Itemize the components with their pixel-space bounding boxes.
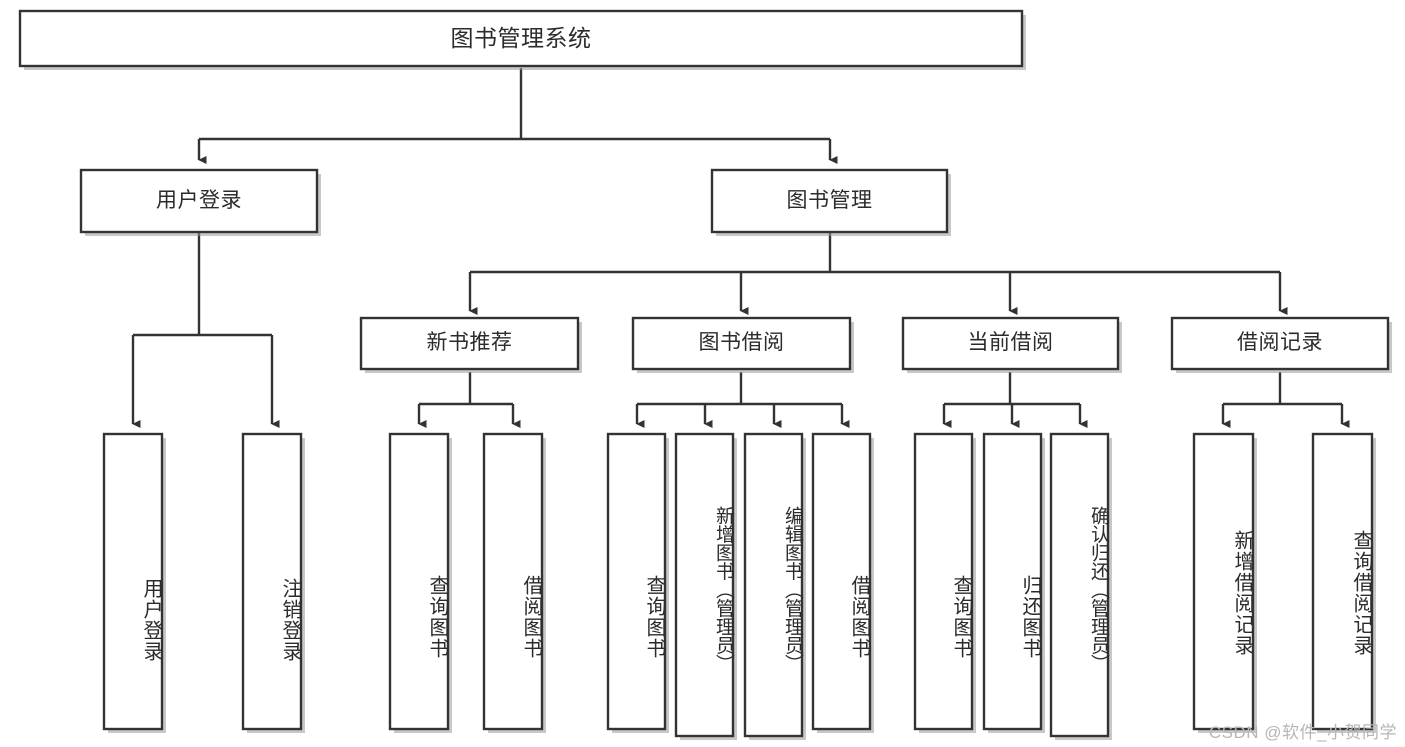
node-box-leaf-query-book-2[interactable] xyxy=(606,432,667,731)
node-box-leaf-add-record[interactable] xyxy=(1192,432,1255,731)
node-box-leaf-query-record[interactable] xyxy=(1311,432,1374,731)
node-box-user-login[interactable] xyxy=(79,168,319,234)
node-box-leaf-add-book[interactable] xyxy=(674,432,735,738)
connector-group xyxy=(131,68,1350,429)
node-box-leaf-edit-book[interactable] xyxy=(743,432,804,738)
node-box-book-manage[interactable] xyxy=(710,168,949,234)
node-box-group xyxy=(18,9,1392,740)
node-box-leaf-query-book-3[interactable] xyxy=(913,432,974,731)
node-box-leaf-user-logout[interactable] xyxy=(241,432,303,731)
node-box-root[interactable] xyxy=(18,9,1024,68)
node-box-leaf-borrow-book-2[interactable] xyxy=(811,432,872,731)
node-box-new-book-recommend[interactable] xyxy=(359,316,580,371)
node-box-leaf-return-book[interactable] xyxy=(982,432,1043,731)
node-box-leaf-query-book-1[interactable] xyxy=(388,432,450,731)
node-box-leaf-user-login[interactable] xyxy=(102,432,164,731)
node-box-leaf-borrow-book-1[interactable] xyxy=(482,432,544,731)
node-box-book-borrow[interactable] xyxy=(631,316,852,371)
node-box-borrow-record[interactable] xyxy=(1170,316,1390,371)
node-box-leaf-confirm-return[interactable] xyxy=(1049,432,1110,738)
node-box-current-borrow[interactable] xyxy=(901,316,1120,371)
